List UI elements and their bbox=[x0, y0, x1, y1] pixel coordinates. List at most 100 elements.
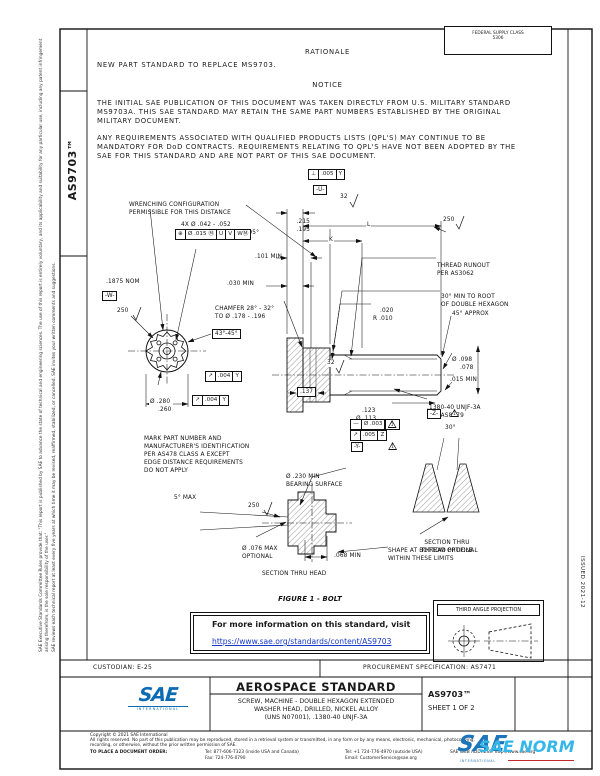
notice-title: NOTICE bbox=[312, 81, 343, 89]
sae-logo-sub: INTERNATIONAL bbox=[128, 706, 188, 711]
fsc-value: 5306 bbox=[492, 36, 504, 42]
fcf-flag-cell: 1 bbox=[384, 419, 400, 430]
copyright-line: Copyright © 2021 SAE International bbox=[90, 733, 168, 738]
info-box: For more information on this standard, v… bbox=[190, 612, 430, 654]
margin-doc-number: AS9703™ bbox=[66, 138, 79, 201]
surface-finish-icon bbox=[132, 193, 465, 516]
legal-disclaimer-text: SAE Executive Standards Committee Rules … bbox=[39, 38, 50, 652]
rights-line: recording, or otherwise, without the pri… bbox=[90, 743, 237, 748]
info-box-text: For more information on this standard, v… bbox=[212, 620, 411, 629]
fcf-tolerance: .005 bbox=[359, 430, 379, 441]
phone-inside: Tel: 877-606-7323 (inside USA and Canada… bbox=[205, 750, 299, 755]
finish-250-label: 250 bbox=[443, 217, 455, 223]
notice-line: SAE FOR THIS STANDARD AND ARE NOT PART O… bbox=[97, 152, 377, 160]
rationale-text: NEW PART STANDARD TO REPLACE MS9703. bbox=[97, 61, 277, 69]
notice-line: ANY REQUIREMENTS ASSOCIATED WITH QUALIFI… bbox=[97, 134, 486, 142]
approx-45-label: 45° APPROX bbox=[452, 311, 489, 317]
fcf-tolerance: .004 bbox=[214, 371, 234, 382]
section-thru-head bbox=[199, 484, 352, 562]
sae-logo-text: SAE bbox=[137, 684, 179, 706]
dimension-lines bbox=[145, 209, 480, 561]
standard-url-link[interactable]: https://www.sae.org/standards/content/AS… bbox=[212, 637, 392, 646]
projection-label: THIRD ANGLE PROJECTION bbox=[437, 604, 540, 616]
nom-1875-label: .1875 NOM bbox=[106, 279, 140, 285]
datum-z: -Z- bbox=[427, 409, 442, 419]
dim-068-min: .068 MIN bbox=[334, 553, 361, 559]
sheet-number: SHEET 1 OF 2 bbox=[428, 704, 475, 712]
projection-box: THIRD ANGLE PROJECTION bbox=[433, 600, 544, 662]
fcf-datum: Y bbox=[335, 169, 346, 180]
thread-profile-detail bbox=[412, 437, 480, 513]
fcf-tolerance: Ø .015 Ⓜ bbox=[184, 229, 217, 240]
watermark-name: SAE NORM bbox=[479, 737, 575, 756]
subtitle-line: (UNS N07001), .1380-40 UNJF-3A bbox=[264, 714, 368, 721]
notice-line: MS9703A. THIS SAE STANDARD MAY RETAIN TH… bbox=[97, 108, 501, 116]
dim-K: K bbox=[328, 237, 334, 245]
finish-250-label: 250 bbox=[117, 308, 129, 314]
fcf-tolerance: .005 bbox=[318, 169, 337, 180]
rights-line: All rights reserved. No part of this pub… bbox=[90, 738, 475, 743]
dim-015-min: .015 MIN bbox=[450, 377, 477, 383]
subtitle-line: WASHER HEAD, DRILLED, NICKEL ALLOY bbox=[253, 706, 379, 713]
fcf-datum: WⓂ bbox=[234, 229, 252, 240]
watermark-sub: INTERNATIONAL bbox=[460, 759, 496, 763]
watermark-rule bbox=[508, 760, 574, 762]
dim-215-195: .215.195 bbox=[296, 219, 310, 233]
issued-date: ISSUED 2021-12 bbox=[579, 556, 585, 609]
datum-y: -Y- bbox=[351, 442, 364, 452]
dim-137-box: .137 bbox=[297, 387, 316, 397]
chamfer-note: CHAMFER 28° - 32°TO Ø .178 - .196 bbox=[215, 306, 275, 320]
finish-32-label: 32 bbox=[326, 360, 336, 368]
subtitle-line: SCREW, MACHINE - DOUBLE HEXAGON EXTENDED bbox=[237, 698, 395, 705]
rationale-title: RATIONALE bbox=[304, 48, 351, 56]
notice-line: THE INITIAL SAE PUBLICATION OF THIS DOCU… bbox=[97, 99, 511, 107]
email-address: Email: CustomerService@sae.org bbox=[345, 756, 417, 761]
dia-098-078: Ø .098.078 bbox=[452, 357, 474, 371]
datum-u: -U- bbox=[313, 185, 328, 195]
finish-250-label: 250 bbox=[248, 503, 260, 509]
datum-w: -W- bbox=[102, 291, 118, 301]
angle-43-45-box: 43°-45° bbox=[212, 329, 241, 339]
watermark: SAE SAE NORM INTERNATIONAL bbox=[452, 732, 600, 774]
title-block-subtitle: SCREW, MACHINE - DOUBLE HEXAGON EXTENDED… bbox=[210, 698, 422, 722]
angle-30-label: 30° bbox=[445, 425, 456, 431]
notice-paragraph-2: ANY REQUIREMENTS ASSOCIATED WITH QUALIFI… bbox=[97, 134, 516, 161]
dia-123-113: .123Ø .113 bbox=[356, 408, 376, 421]
dim-101-min: .101 MIN bbox=[255, 254, 282, 260]
section-head-caption: SECTION THRU HEAD bbox=[262, 571, 327, 577]
notice-line: MILITARY DOCUMENT. bbox=[97, 117, 182, 125]
web-address: SAE WEB ADDRESS: http://www.sae.org bbox=[450, 750, 536, 755]
leader-lines bbox=[130, 204, 453, 554]
dim-L: L bbox=[366, 222, 372, 230]
notice-line: MANDATORY FOR DoD CONTRACTS. REQUIREMENT… bbox=[97, 143, 516, 151]
fcf-tolerance: .004 bbox=[201, 395, 221, 406]
dim-030-min: .030 MIN bbox=[227, 281, 254, 287]
flag-note-icon: 1 bbox=[450, 409, 459, 417]
custodian-label: CUSTODIAN: E-25 bbox=[93, 664, 153, 671]
phone-outside: Tel: +1 724-776-4970 (outside USA) bbox=[345, 750, 423, 755]
doc-number: AS9703™ bbox=[428, 689, 472, 699]
fcf-datum: Y bbox=[219, 395, 229, 406]
notice-paragraph-1: THE INITIAL SAE PUBLICATION OF THIS DOCU… bbox=[97, 99, 511, 126]
flag-note-icon: 1 bbox=[387, 420, 397, 428]
finish-32-label: 32 bbox=[340, 194, 348, 200]
title-block-heading: AEROSPACE STANDARD bbox=[236, 680, 396, 694]
fcf-datum: Z bbox=[377, 430, 388, 441]
legal-review-text: SAE reviews each technical report at lea… bbox=[52, 262, 57, 652]
fsc-label: FEDERAL SUPPLY CLASS bbox=[472, 31, 524, 36]
fcf-datum: Y bbox=[232, 371, 242, 382]
